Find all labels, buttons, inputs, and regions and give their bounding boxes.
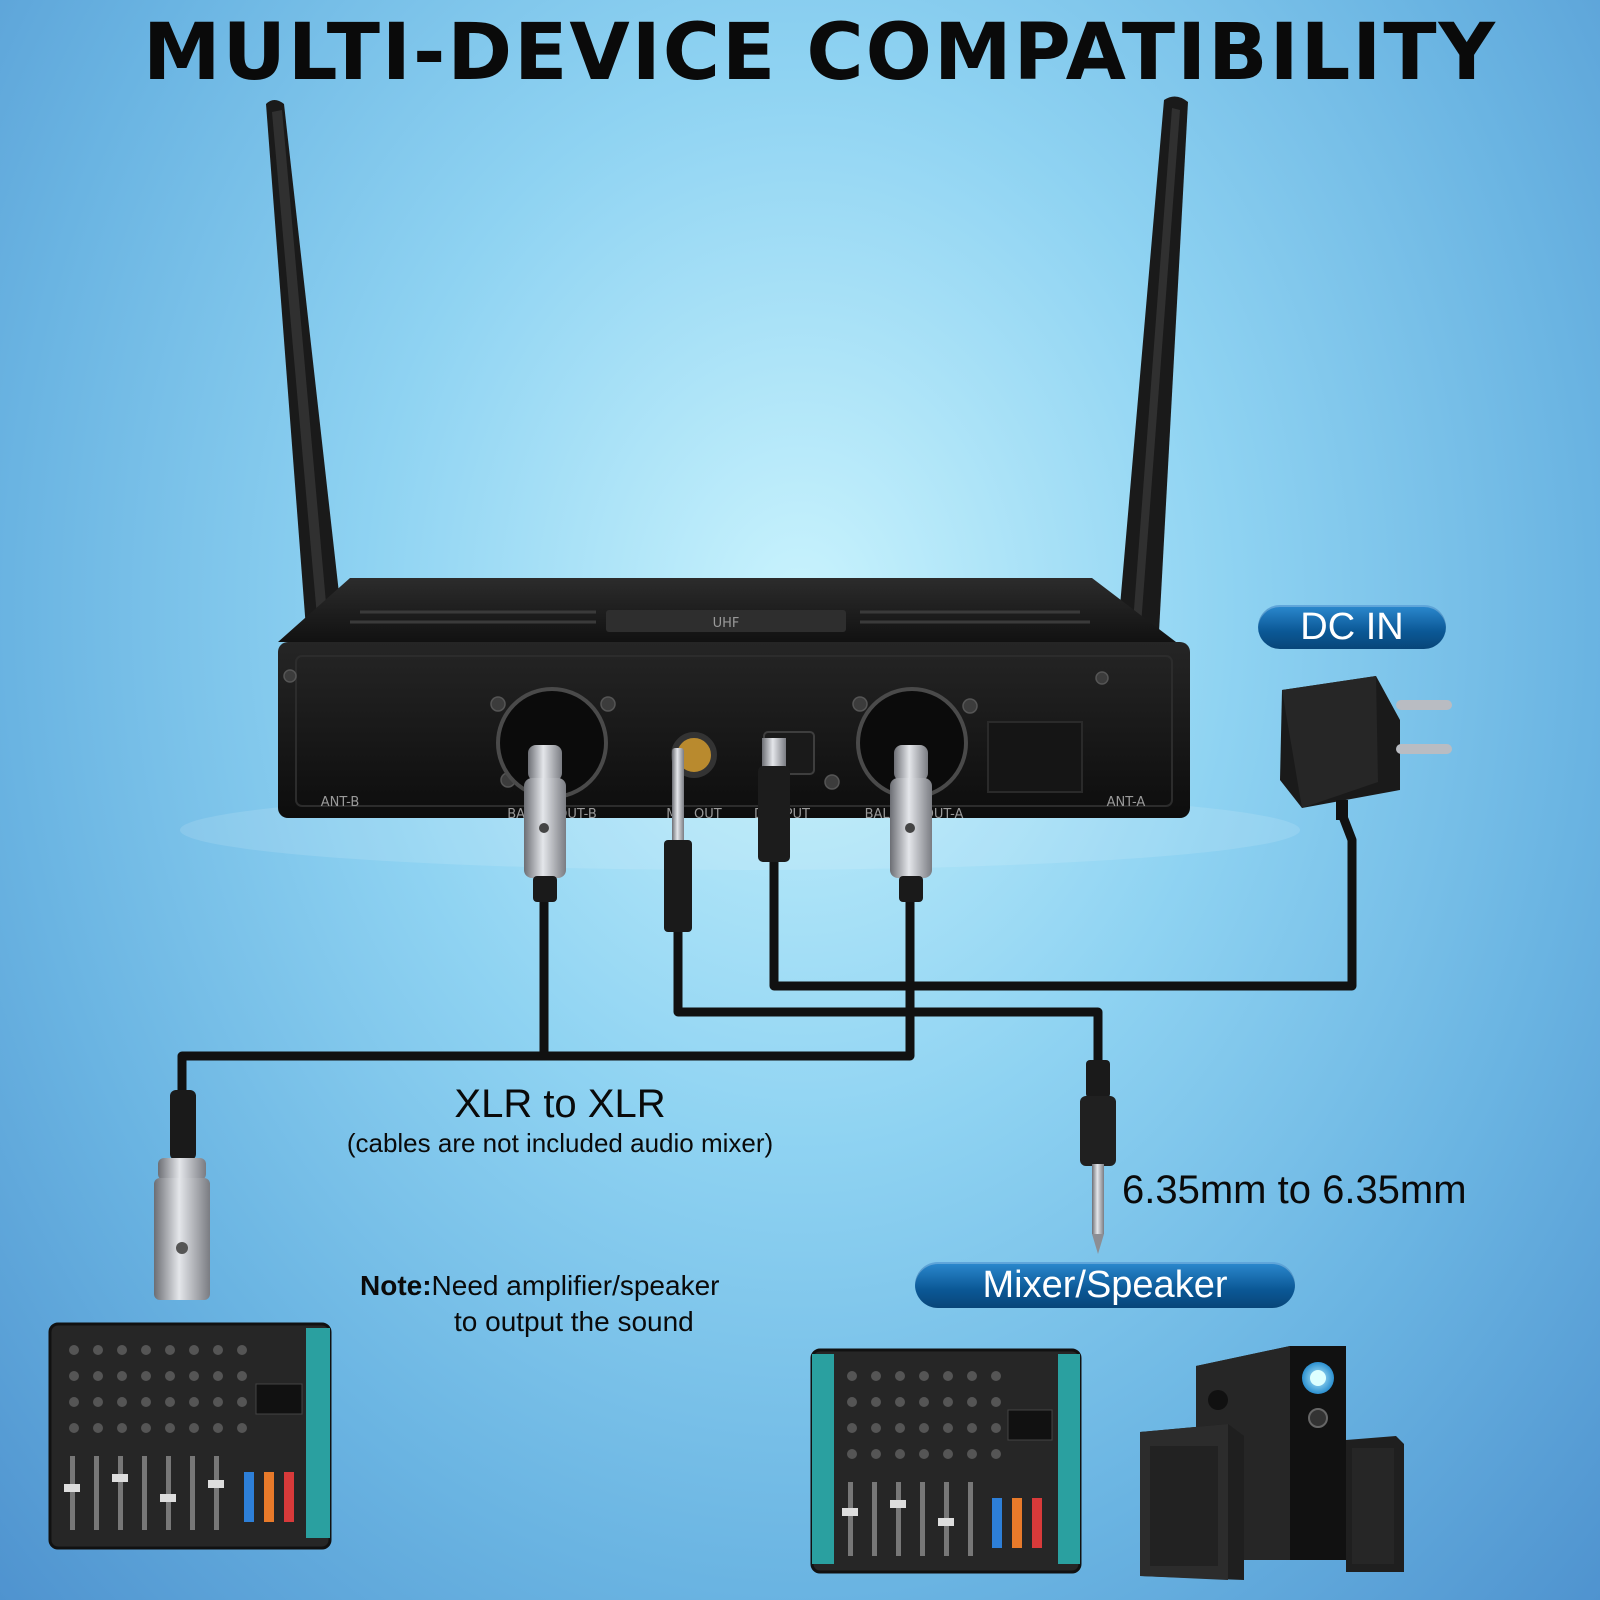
audio-mixer-left-icon <box>48 1322 332 1550</box>
xlr-male-plug-icon <box>154 1090 210 1300</box>
mixer-speaker-badge: Mixer/Speaker <box>915 1262 1295 1308</box>
jack-plug-receiver-icon <box>664 748 692 932</box>
headline: MULTI-DEVICE COMPATIBILITY <box>142 8 1498 98</box>
receiver-unit: UHF <box>278 578 1190 822</box>
cable-routing <box>177 812 1357 1090</box>
speaker-system-icon <box>1140 1346 1404 1580</box>
note-block: Note:Need amplifier/speaker to output th… <box>360 1268 719 1340</box>
xlr-plug-a-icon <box>890 745 932 902</box>
label-ant-a: ANT-A <box>1107 795 1146 810</box>
note-line-2: to output the sound <box>454 1306 694 1337</box>
note-label: Note: <box>360 1270 432 1301</box>
audio-mixer-right-icon <box>810 1348 1082 1574</box>
note-line-1: Need amplifier/speaker <box>431 1270 720 1301</box>
dc-in-badge: DC IN <box>1258 605 1446 649</box>
label-ant-b: ANT-B <box>321 795 360 810</box>
xlr-cable-label: XLR to XLR <box>454 1082 666 1126</box>
dc-plug-icon <box>758 738 790 862</box>
jack-cable-label: 6.35mm to 6.35mm <box>1122 1168 1467 1212</box>
power-adapter-icon <box>1280 676 1452 820</box>
xlr-cable-note: (cables are not included audio mixer) <box>346 1128 774 1158</box>
receiver-top-label: UHF <box>713 616 740 631</box>
jack-plug-output-icon <box>1080 1060 1116 1254</box>
xlr-plug-b-icon <box>524 745 566 902</box>
